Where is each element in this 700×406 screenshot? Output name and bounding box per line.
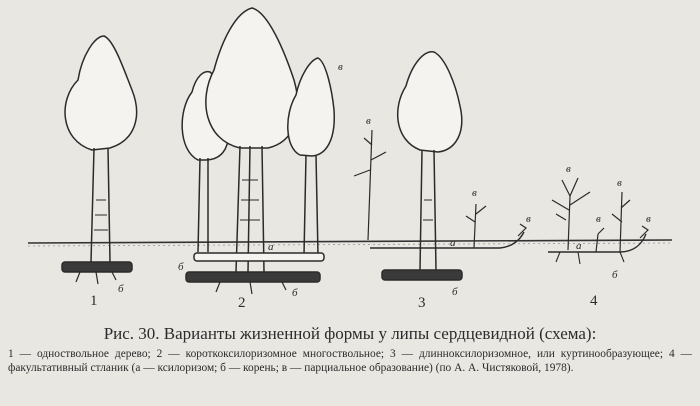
marker-v-v3-left: в (366, 115, 371, 127)
marker-v-v2: в (338, 61, 343, 73)
root (61, 261, 133, 273)
xylorhizome-long (370, 231, 525, 249)
caption-title: Рис. 30. Варианты жизненной формы у липы… (103, 324, 597, 343)
life-form-diagram: 1 2 3 4 б б б а в в а б в в в а в в в б (27, 7, 673, 311)
variant-number-2: 2 (238, 295, 246, 311)
marker-v-v3-right: в (526, 213, 531, 225)
marker-b-v2-right: б (292, 287, 298, 299)
root (185, 271, 321, 283)
ground-line (27, 239, 673, 244)
marker-v-v4-top: в (566, 163, 571, 175)
shoot-left (551, 177, 591, 251)
root (381, 269, 463, 281)
crown (396, 51, 463, 153)
marker-a-v2: а (268, 241, 274, 253)
crown-center (205, 7, 299, 149)
marker-a-v3: а (450, 237, 456, 249)
marker-v-v4-mid: в (596, 213, 601, 225)
marker-v-v4-arrow: в (646, 213, 651, 225)
ground-texture (27, 242, 673, 247)
marker-v-v4-right: в (617, 177, 622, 189)
variant-number-3: 3 (418, 295, 426, 311)
marker-v-v3-mid: в (472, 187, 477, 199)
marker-b-v4: б (612, 269, 618, 281)
trunk (90, 147, 111, 263)
variant-1-tree (61, 35, 138, 285)
xylorhizome-short (193, 252, 325, 262)
variant-number-4: 4 (590, 293, 598, 309)
marker-b-v2-left: б (178, 261, 184, 273)
marker-b-v1: б (118, 283, 124, 295)
crown-right (287, 57, 335, 157)
young-shoot (353, 129, 387, 241)
figure-caption: Рис. 30. Варианты жизненной формы у липы… (8, 324, 692, 375)
marker-a-v4: а (576, 240, 582, 252)
variant-4-creeping (548, 177, 649, 265)
caption-legend: 1 — одноствольное дерево; 2 — короткокси… (8, 348, 692, 374)
marker-b-v3: б (452, 286, 458, 298)
variant-2-multistem (181, 7, 335, 295)
variant-3-clump (353, 51, 527, 281)
variant-number-1: 1 (90, 293, 98, 309)
crown (64, 35, 138, 151)
